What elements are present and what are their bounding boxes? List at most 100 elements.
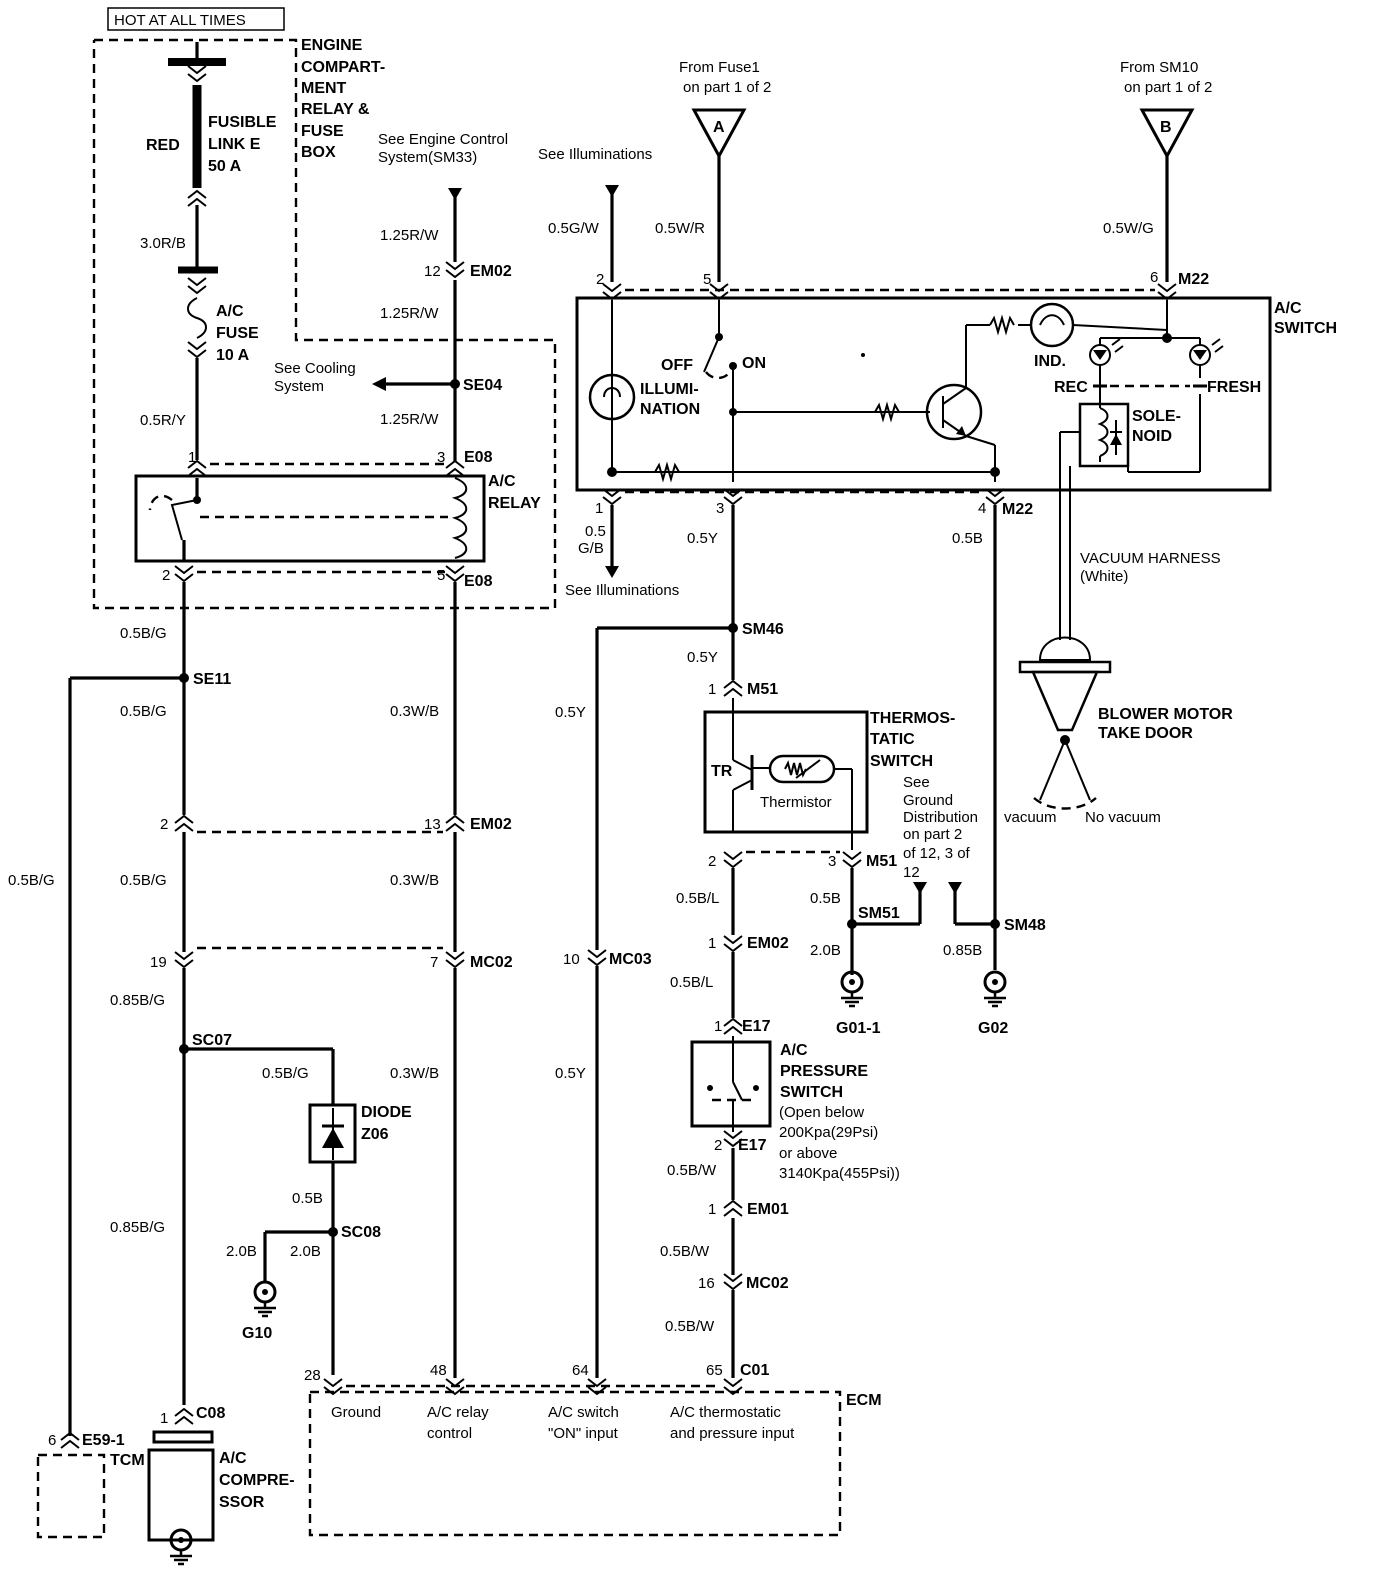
connector-c08: C08 <box>196 1405 225 1422</box>
m51-pin-2: 2 <box>708 853 716 870</box>
illumination-label: ILLUMI- NATION <box>640 381 700 418</box>
illuminations-ref-top: See Illuminations <box>538 146 652 163</box>
wire-0-5ry: 0.5R/Y <box>140 412 186 429</box>
svg-text:SWITCH: SWITCH <box>870 753 933 770</box>
wire-0-5gw: 0.5G/W <box>548 220 600 237</box>
engine-control-ref: See Engine Control System(SM33) <box>378 131 508 166</box>
svg-text:SWITCH: SWITCH <box>1274 320 1337 337</box>
connector-m51-top: M51 <box>747 681 778 698</box>
wire-0-85bg-b: 0.85B/G <box>110 1219 165 1236</box>
connector-mc02-a: MC02 <box>470 954 513 971</box>
wire-0-3wb-a: 0.3W/B <box>390 703 439 720</box>
connector-sm51: SM51 <box>858 905 900 922</box>
svg-text:ILLUMI-: ILLUMI- <box>640 381 699 398</box>
diode-label: DIODE Z06 <box>361 1104 412 1143</box>
connector-e08-top: E08 <box>464 449 493 466</box>
svg-text:or above: or above <box>779 1145 837 1162</box>
svg-text:FUSE: FUSE <box>216 325 259 342</box>
c01-pin-28: 28 <box>304 1367 321 1384</box>
svg-text:ENGINE: ENGINE <box>301 37 363 54</box>
wire-0-3wb-c: 0.3W/B <box>390 1065 439 1082</box>
ecm-box <box>308 1390 842 1537</box>
thermostatic-switch-box <box>703 710 869 834</box>
ecm-pin-thermo-pressure: A/C thermostatic and pressure input <box>670 1404 795 1442</box>
ac-switch-label: A/C SWITCH <box>1274 300 1337 337</box>
relay-pin-5: 5 <box>437 567 445 584</box>
connector-g10: G10 <box>242 1325 272 1342</box>
wire-0-5wg: 0.5W/G <box>1103 220 1154 237</box>
svg-text:System(SM33): System(SM33) <box>378 149 477 166</box>
svg-text:(Open below: (Open below <box>779 1104 864 1121</box>
c01-pin-48: 48 <box>430 1362 447 1379</box>
mc03-pin-10: 10 <box>563 951 580 968</box>
switch-on-label: ON <box>742 355 766 372</box>
svg-text:FUSIBLE: FUSIBLE <box>208 114 277 131</box>
c01-pin-65: 65 <box>706 1362 723 1379</box>
cooling-system-ref: See Cooling System <box>274 360 356 395</box>
svg-text:of 12, 3 of: of 12, 3 of <box>903 845 971 862</box>
svg-text:Z06: Z06 <box>361 1126 389 1143</box>
connector-m51-bottom: M51 <box>866 853 897 870</box>
svg-text:Distribution: Distribution <box>903 809 978 826</box>
wire-0-5b-m51: 0.5B <box>810 890 841 907</box>
wire-0-5bl-b: 0.5B/L <box>670 974 713 991</box>
rec-label: REC <box>1054 379 1088 396</box>
transistor <box>925 383 983 441</box>
svg-text:SSOR: SSOR <box>219 1494 265 1511</box>
e17-pin-2: 2 <box>714 1137 722 1154</box>
wire-0-5bg-b: 0.5B/G <box>120 703 167 720</box>
svg-text:See Engine Control: See Engine Control <box>378 131 508 148</box>
ac-relay-coil <box>451 477 468 559</box>
blower-door-label: BLOWER MOTOR TAKE DOOR <box>1098 706 1233 742</box>
wire-0-5bg-diode: 0.5B/G <box>262 1065 309 1082</box>
vacuum-harness-label: VACUUM HARNESS (White) <box>1080 550 1221 585</box>
svg-text:A/C: A/C <box>219 1450 247 1467</box>
m51-pin-1: 1 <box>708 681 716 698</box>
wire-3-0rb: 3.0R/B <box>140 235 186 252</box>
from-fuse1-ref: From Fuse1 on part 1 of 2 <box>679 59 771 96</box>
svg-text:"ON" input: "ON" input <box>548 1425 619 1442</box>
connector-em02-mid: EM02 <box>470 816 512 833</box>
svg-text:A/C: A/C <box>780 1042 808 1059</box>
em01-pin-1: 1 <box>708 1201 716 1218</box>
svg-text:SWITCH: SWITCH <box>780 1084 843 1101</box>
ac-compressor <box>147 1448 215 1542</box>
wire-0-5bg-c: 0.5B/G <box>120 872 167 889</box>
m51-pin-3: 3 <box>828 853 836 870</box>
ind-label: IND. <box>1034 353 1066 370</box>
svg-text:on part 2: on part 2 <box>903 826 962 843</box>
wire-0-5bw-c: 0.5B/W <box>665 1318 715 1335</box>
svg-text:NOID: NOID <box>1132 428 1172 445</box>
connector-sc08: SC08 <box>341 1224 381 1241</box>
relay-pin-1: 1 <box>188 449 196 466</box>
wire-0-5b-diode: 0.5B <box>292 1190 323 1207</box>
engine-box-label: ENGINE COMPART- MENT RELAY & FUSE BOX <box>301 37 385 161</box>
ref-triangle-a: A <box>691 108 747 160</box>
svg-text:RELAY: RELAY <box>488 495 541 512</box>
wire-0-5y-d: 0.5Y <box>555 1065 586 1082</box>
svg-text:3140Kpa(455Psi)): 3140Kpa(455Psi)) <box>779 1165 900 1182</box>
svg-text:A/C switch: A/C switch <box>548 1404 619 1421</box>
engine-compartment-box <box>92 38 557 610</box>
connector-g02: G02 <box>978 1020 1008 1037</box>
compressor-label: A/C COMPRE- SSOR <box>219 1450 295 1511</box>
fresh-label: FRESH <box>1207 379 1261 396</box>
wire-0-5gb-1: 0.5 <box>585 523 606 540</box>
wire-1-25rw-c: 1.25R/W <box>380 411 439 428</box>
blower-take-door <box>1038 636 1092 661</box>
connector-em02-top: EM02 <box>470 263 512 280</box>
em02-pin-12: 12 <box>424 263 441 280</box>
m22-pin-3: 3 <box>716 500 724 517</box>
svg-text:TATIC: TATIC <box>870 731 915 748</box>
connector-c01: C01 <box>740 1362 769 1379</box>
connector-em01: EM01 <box>747 1201 789 1218</box>
wire-2-0b-g10a: 2.0B <box>226 1243 257 1260</box>
vacuum-label: vacuum <box>1004 809 1057 826</box>
ground-g02 <box>982 970 1008 1008</box>
connector-m22-top: M22 <box>1178 271 1209 288</box>
hot-at-all-times-label: HOT AT ALL TIMES <box>114 12 246 29</box>
wire-0-85bg-a: 0.85B/G <box>110 992 165 1009</box>
mc02-pin-7: 7 <box>430 954 438 971</box>
thermistor-label: Thermistor <box>760 794 832 811</box>
